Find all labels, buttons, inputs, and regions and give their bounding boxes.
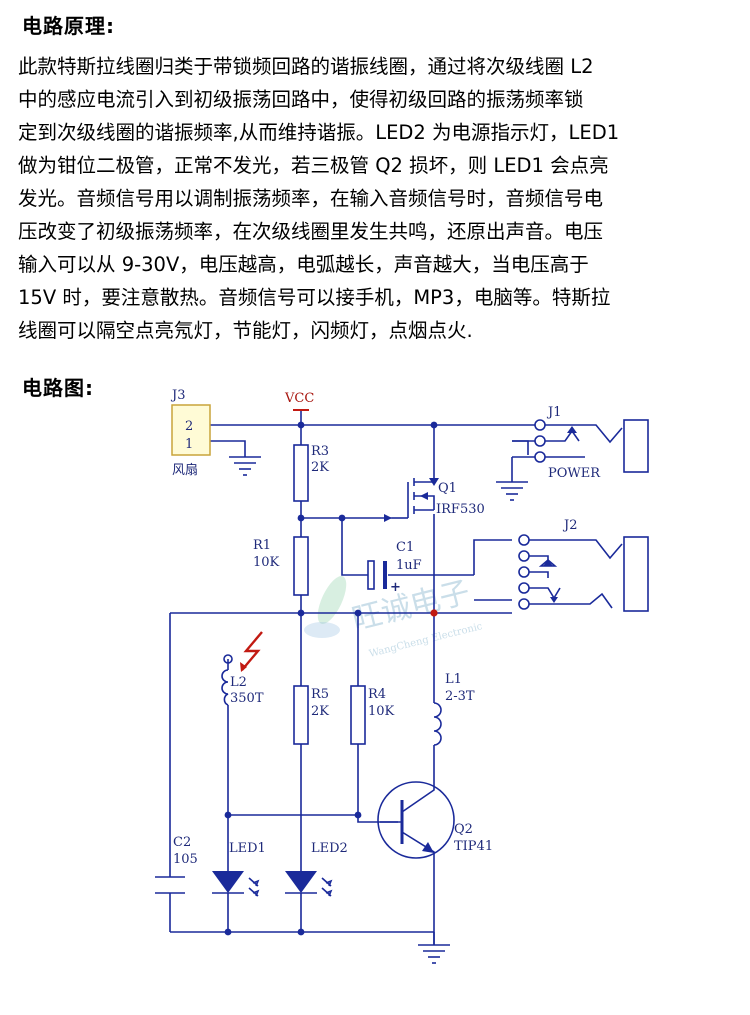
principle-line: 压改变了初级振荡频率，在次级线圈里发生共鸣，还原出声音。电压 (18, 220, 604, 243)
q1-ref: Q1 (438, 481, 457, 496)
j3-pin1: 1 (185, 437, 193, 452)
q2-ref: Q2 (454, 822, 473, 837)
principle-line: 此款特斯拉线圈归类于带锁频回路的谐振线圈，通过将次级线圈 L2 (18, 55, 594, 78)
principle-paragraph: 此款特斯拉线圈归类于带锁频回路的谐振线圈，通过将次级线圈 L2 中的感应电流引入… (18, 50, 743, 347)
j3-pin2: 2 (185, 419, 193, 434)
j3-ref: J3 (170, 388, 185, 403)
jack-j2-audio: J2 (518, 518, 649, 612)
transistor-q2: Q2 TIP41 (377, 781, 493, 859)
ground-bottom (418, 944, 450, 964)
resistor-r1: R1 10K (253, 536, 309, 596)
l2-ref: L2 (230, 675, 247, 690)
capacitor-c2: C2 105 (155, 835, 198, 894)
c2-value: 105 (173, 852, 198, 867)
j1-name: POWER (548, 466, 601, 481)
l1-value: 2-3T (445, 689, 475, 704)
r4-ref: R4 (368, 687, 386, 702)
ground-j3 (229, 456, 261, 476)
jack-j1-power: J1 POWER (512, 405, 649, 481)
l1-ref: L1 (445, 672, 462, 687)
ground-j1 (496, 481, 528, 501)
principle-title: 电路原理: (22, 14, 115, 38)
r1-ref: R1 (253, 538, 271, 553)
led2-ref: LED2 (311, 841, 348, 856)
c1-ref: C1 (396, 540, 414, 555)
led1: LED1 (212, 841, 266, 897)
capacitor-c1: C1 1uF + (367, 540, 422, 595)
principle-line: 中的感应电流引入到初级振荡回路中，使得初级回路的振荡频率锁 (18, 88, 584, 111)
inductor-l2: L2 350T (221, 631, 264, 706)
r5-value: 2K (311, 704, 329, 719)
principle-line: 线圈可以隔空点亮氖灯，节能灯，闪频灯，点烟点火. (18, 319, 473, 342)
r5-ref: R5 (311, 687, 329, 702)
mosfet-q1: Q1 IRF530 (384, 478, 485, 522)
j3-fan-connector: J3 2 1 风扇 (170, 388, 211, 478)
q2-value: TIP41 (454, 839, 493, 854)
principle-line: 15V 时，要注意散热。音频信号可以接手机，MP3，电脑等。特斯拉 (18, 286, 611, 309)
j3-name: 风扇 (172, 462, 198, 478)
principle-line: 做为钳位二极管，正常不发光，若三极管 Q2 损坏，则 LED1 会点亮 (18, 154, 609, 177)
c1-polarity: + (390, 580, 401, 595)
diagram-title: 电路图: (22, 376, 94, 400)
led2: LED2 (285, 841, 348, 897)
principle-line: 输入可以从 9-30V，电压越高，电弧越长，声音越大，当电压高于 (18, 253, 589, 276)
r3-ref: R3 (311, 444, 329, 459)
r4-value: 10K (368, 704, 395, 719)
principle-line: 发光。音频信号用以调制振荡频率，在输入音频信号时，音频信号电 (18, 187, 604, 210)
q1-value: IRF530 (436, 502, 485, 517)
led1-ref: LED1 (229, 841, 266, 856)
vcc-symbol: VCC (284, 391, 314, 411)
l2-value: 350T (230, 691, 264, 706)
r3-value: 2K (311, 460, 329, 475)
j2-ref: J2 (562, 518, 577, 533)
c1-value: 1uF (396, 558, 422, 573)
principle-line: 定到次级线圈的谐振频率,从而维持谐振。LED2 为电源指示灯，LED1 (18, 121, 620, 144)
resistor-r3: R3 2K (293, 444, 329, 502)
vcc-label: VCC (284, 391, 314, 406)
resistor-r5: R5 2K (293, 685, 329, 745)
junctions (224, 421, 438, 936)
c2-ref: C2 (173, 835, 191, 850)
resistor-r4: R4 10K (350, 685, 395, 745)
inductor-l1: L1 2-3T (433, 672, 475, 746)
j1-ref: J1 (546, 405, 561, 420)
r1-value: 10K (253, 555, 280, 570)
wires (169, 410, 529, 945)
